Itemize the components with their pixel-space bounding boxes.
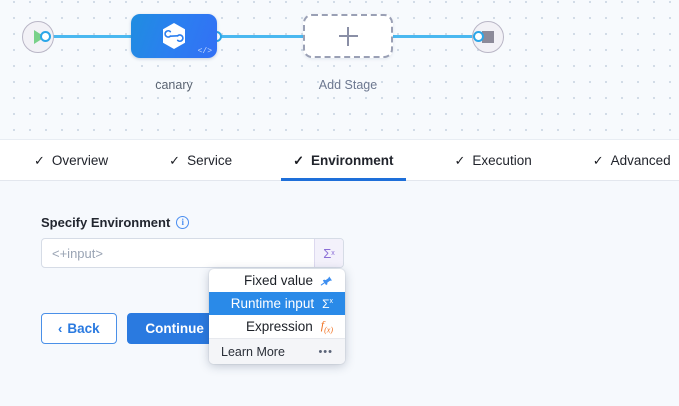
code-badge-icon: </> bbox=[197, 47, 212, 56]
sigma-sup: x bbox=[331, 249, 335, 257]
edge-addstage-to-end bbox=[390, 35, 480, 38]
environment-input[interactable] bbox=[42, 239, 314, 267]
pipeline-canvas[interactable]: </> canary Add Stage bbox=[0, 0, 679, 140]
tab-label: Advanced bbox=[610, 152, 671, 168]
info-icon[interactable]: i bbox=[176, 216, 190, 229]
sigma-icon: Σx bbox=[322, 296, 333, 311]
pin-icon bbox=[320, 276, 332, 286]
port-end-in[interactable] bbox=[473, 31, 484, 42]
dropdown-item-label: Runtime input bbox=[230, 296, 315, 311]
harness-hexagon-icon bbox=[163, 23, 185, 49]
stage-label-canary: canary bbox=[155, 78, 193, 92]
tab-advanced[interactable]: ✓ Advanced bbox=[581, 140, 679, 180]
tab-label: Service bbox=[187, 152, 233, 168]
tab-label: Overview bbox=[51, 152, 109, 168]
dropdown-item-label: Expression bbox=[245, 319, 313, 334]
check-icon: ✓ bbox=[169, 152, 181, 168]
tab-label: Execution bbox=[472, 152, 532, 168]
field-label-text: Specify Environment bbox=[41, 215, 171, 230]
tab-label: Environment bbox=[311, 152, 394, 168]
stage-node-canary[interactable]: </> bbox=[131, 14, 217, 58]
check-icon: ✓ bbox=[454, 152, 466, 168]
add-stage-label: Add Stage bbox=[318, 78, 378, 92]
edge-start-to-canary bbox=[44, 35, 141, 38]
continue-button[interactable]: Continue bbox=[126, 313, 223, 344]
continue-button-label: Continue bbox=[145, 321, 204, 336]
check-icon: ✓ bbox=[293, 152, 304, 168]
dropdown-item-expression[interactable]: Expression f(x) bbox=[209, 315, 345, 338]
tab-execution[interactable]: ✓ Execution bbox=[443, 140, 544, 180]
specify-environment-label: Specify Environment i bbox=[41, 215, 190, 230]
dropdown-item-fixed-value[interactable]: Fixed value bbox=[209, 269, 345, 292]
environment-input-row: Σx bbox=[41, 238, 344, 268]
add-stage-node[interactable] bbox=[303, 14, 393, 58]
dropdown-learn-more[interactable]: Learn More ••• bbox=[209, 338, 345, 364]
check-icon: ✓ bbox=[34, 152, 45, 168]
form-actions: ‹ Back Continue bbox=[41, 313, 223, 344]
stage-tab-bar: ✓ Overview ✓ Service ✓ Environment ✓ Exe… bbox=[0, 140, 679, 181]
more-dots-icon[interactable]: ••• bbox=[318, 345, 333, 358]
back-button[interactable]: ‹ Back bbox=[41, 313, 117, 344]
tab-environment[interactable]: ✓ Environment bbox=[281, 140, 406, 181]
learn-more-label: Learn More bbox=[221, 344, 285, 359]
sigma-glyph: Σ bbox=[323, 245, 332, 261]
dropdown-item-label: Fixed value bbox=[243, 273, 313, 288]
tab-service[interactable]: ✓ Service bbox=[157, 140, 244, 180]
dropdown-item-runtime-input[interactable]: Runtime input Σx bbox=[209, 292, 345, 315]
edge-canary-to-addstage bbox=[215, 35, 307, 38]
fx-icon: f(x) bbox=[320, 317, 333, 335]
port-start-out[interactable] bbox=[40, 31, 51, 42]
back-button-label: Back bbox=[67, 321, 100, 336]
stop-icon bbox=[482, 31, 494, 43]
input-type-dropdown: Fixed value Runtime input Σx Expression … bbox=[209, 269, 345, 364]
plus-icon bbox=[338, 26, 358, 46]
check-icon: ✓ bbox=[592, 152, 604, 168]
tab-overview[interactable]: ✓ Overview bbox=[22, 140, 120, 180]
play-icon bbox=[34, 30, 45, 44]
chevron-left-icon: ‹ bbox=[58, 321, 63, 336]
